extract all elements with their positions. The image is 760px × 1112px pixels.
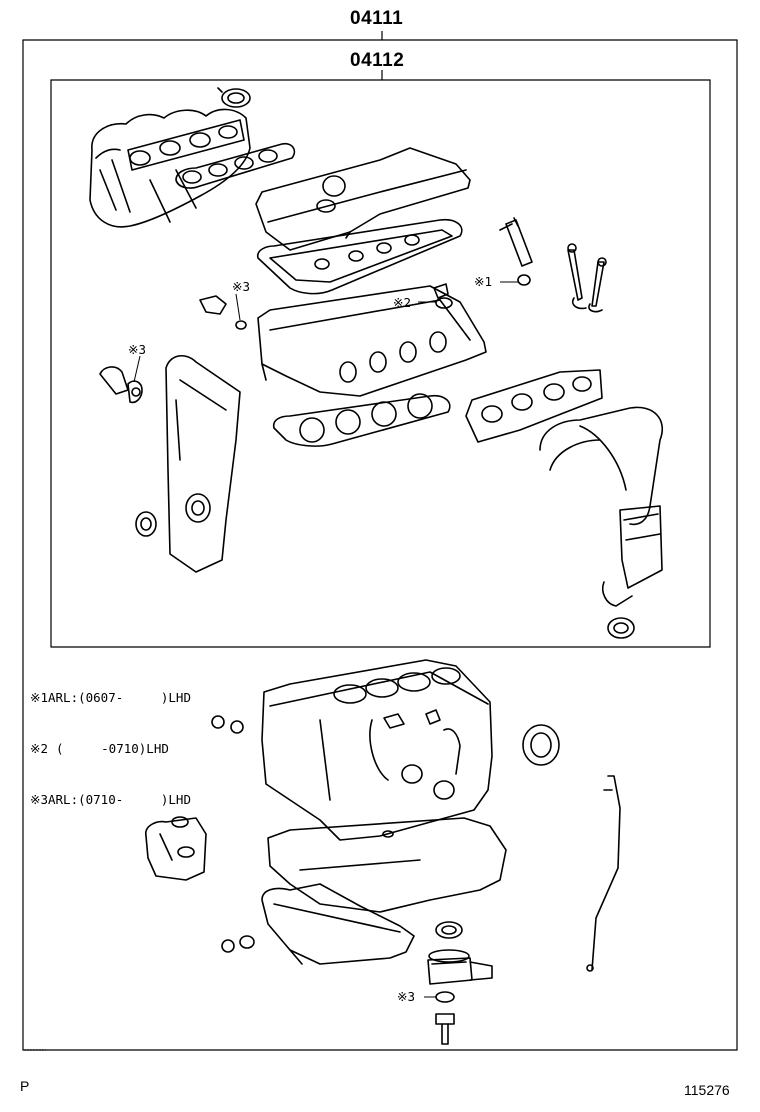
callout-mark-2: ※2 [393,295,411,310]
cylinder-head-cover [256,148,470,250]
drain-plug [222,936,254,952]
note-text: ( -0710)LHD [56,741,169,756]
intake-manifold [90,109,250,226]
callout-mark-1: ※1 [474,274,492,289]
illustration-number: 115276 [684,1082,730,1098]
inner-part-number[interactable]: 04112 [350,50,405,71]
exhaust-manifold-gasket [466,370,602,442]
callout-mark-3: ※3 [397,989,415,1004]
oil-dipstick [587,776,620,971]
outer-frame [23,40,737,1050]
exhaust-ring [608,618,634,638]
small-bracket-3 [200,296,246,329]
exhaust-manifold [540,407,662,606]
note-row-2: ※2 ( -0710)LHD [30,740,191,757]
callout-mark-3: ※3 [128,342,146,357]
cylinder-head-gasket [274,394,450,446]
intake-manifold-gasket [176,144,294,188]
note-text: ARL:(0710- )LHD [48,792,191,807]
oil-pan-upper [268,818,506,912]
oil-filter-housing [428,922,492,984]
note-row-1: ※1ARL:(0607- )LHD [30,689,191,706]
note-mark: ※1 [30,690,48,705]
crank-oil-seal [136,512,156,536]
water-inlet-gasket [100,367,142,402]
rear-oil-seal [523,725,559,765]
footer-page-code: P [20,1078,30,1094]
callout-mark-3: ※3 [232,279,250,294]
note-mark: ※3 [30,792,48,807]
fuel-injector [500,218,532,285]
outer-part-number[interactable]: 04111 [350,8,404,29]
note-text: ARL:(0607- )LHD [48,690,191,705]
timing-chain-cover [166,356,240,572]
head-cover-gasket [258,220,462,294]
note-mark: ※2 [30,741,48,756]
cylinder-head [258,286,486,396]
inner-frame [51,80,710,647]
oil-pan-lower [262,884,414,964]
cylinder-block [262,660,492,840]
water-pump [146,817,206,880]
oil-filter-bolt [436,992,454,1044]
small-seal-2 [434,284,452,308]
throttle-gasket [218,88,250,107]
valve-pair [568,244,606,312]
block-small-parts [212,710,460,799]
applicability-notes: ※1ARL:(0607- )LHD ※2( -0710)LHD ※3ARL:(0… [30,655,191,825]
note-row-3: ※3ARL:(0710- )LHD [30,791,191,808]
